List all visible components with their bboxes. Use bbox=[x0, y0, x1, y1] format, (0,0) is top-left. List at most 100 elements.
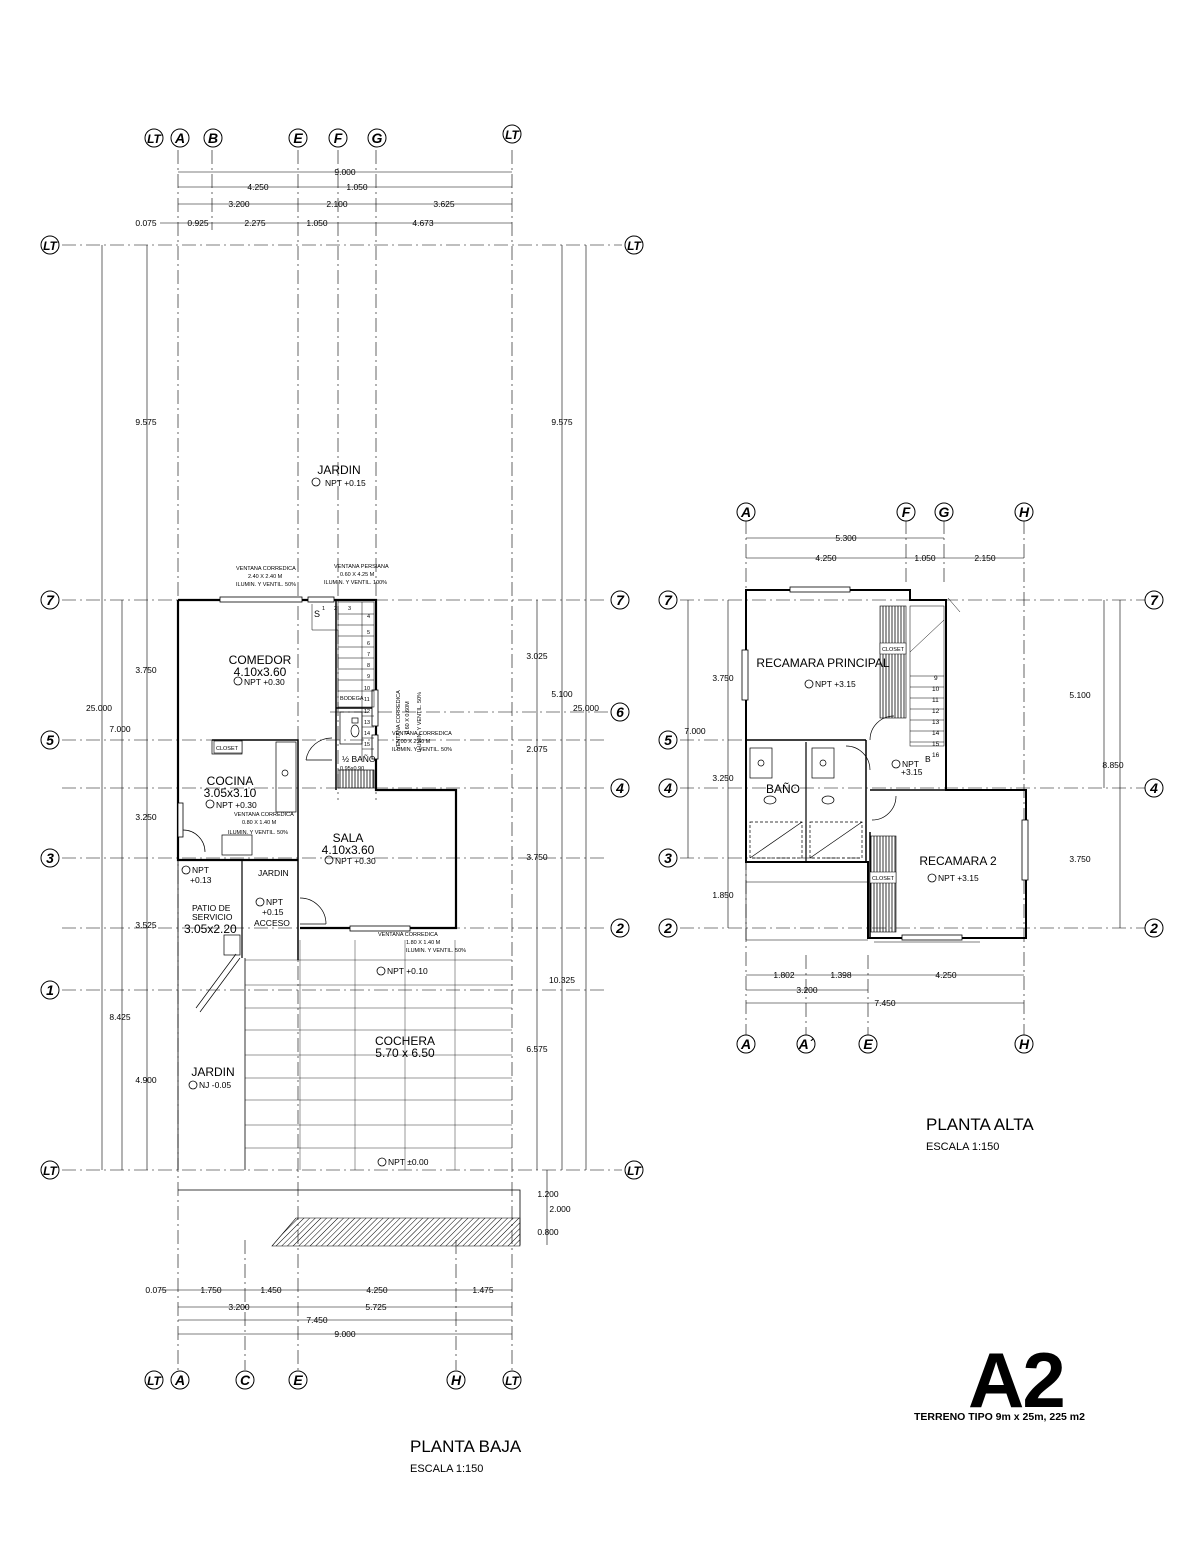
dim: 7.450 bbox=[874, 998, 896, 1008]
level-marker-icon bbox=[804, 679, 814, 689]
level-marker-icon bbox=[377, 1157, 387, 1167]
pa-title: PLANTA ALTA bbox=[926, 1115, 1034, 1134]
pb-window-notes: VENTANA CORREDICA 2.40 X 2.40 M ILUMIN. … bbox=[228, 564, 466, 954]
label-npt-hall: NPT bbox=[902, 759, 919, 769]
pb-stair-num: 8 bbox=[367, 663, 370, 669]
axis-label: LT bbox=[43, 239, 58, 253]
pb-scale: ESCALA 1:150 bbox=[410, 1463, 483, 1475]
pb-stair-num: 15 bbox=[364, 742, 370, 748]
label-npt-hall-val: +3.15 bbox=[901, 767, 923, 777]
axis-label: LT bbox=[43, 1164, 58, 1178]
pa-room-labels: RECAMARA PRINCIPAL NPT +3.15 BAÑO NPT +3… bbox=[756, 656, 997, 883]
label-bano-alta: BAÑO bbox=[766, 782, 800, 796]
axis-label: F bbox=[902, 504, 911, 520]
level-marker-icon bbox=[205, 799, 215, 809]
axis-label: E bbox=[293, 1372, 303, 1388]
axis-label: H bbox=[1019, 504, 1030, 520]
pb-stair-num: 10 bbox=[364, 686, 370, 692]
label-patio: PATIO DE bbox=[192, 903, 231, 913]
axis-label: LT bbox=[147, 1374, 162, 1388]
label-b: B bbox=[925, 754, 931, 764]
label-cochera-size: 5.70 x 6.50 bbox=[375, 1046, 435, 1060]
axis-label: 2 bbox=[615, 920, 624, 936]
pb-stair-num: 12 bbox=[364, 709, 370, 715]
level-marker-icon bbox=[927, 873, 937, 883]
label-npt-patio-val: +0.13 bbox=[190, 875, 212, 885]
pa-level-markers bbox=[804, 679, 937, 883]
dim: 0.075 bbox=[145, 1285, 167, 1295]
pb-stair-num: 3 bbox=[348, 606, 351, 612]
level-marker-icon bbox=[255, 897, 265, 907]
note: VENTANA CORREDICA bbox=[234, 812, 294, 818]
pb-axis-bubbles bbox=[40, 124, 644, 1390]
axis-label: B bbox=[208, 130, 218, 146]
axis-label: C bbox=[240, 1372, 251, 1388]
pa-stair-num: 11 bbox=[932, 697, 939, 704]
axis-label: 2 bbox=[1149, 920, 1158, 936]
note: 1.80 X 1.40 M bbox=[406, 940, 441, 946]
dim: 3.250 bbox=[135, 812, 157, 822]
note: VENTANA CORREDICA bbox=[392, 731, 452, 737]
pa-stair-numbers: 9 10 11 12 13 14 15 16 bbox=[932, 675, 940, 759]
note: ILUMIN. Y VENTIL. 50% bbox=[392, 747, 452, 753]
label-npt-jardin: NPT +0.15 bbox=[325, 478, 366, 488]
label-acceso: ACCESO bbox=[254, 918, 290, 928]
dim: 9.000 bbox=[334, 1329, 356, 1339]
note: VENTANA CORREDICA bbox=[236, 566, 296, 572]
dim: 4.250 bbox=[815, 553, 837, 563]
dim: 7.000 bbox=[684, 726, 706, 736]
pb-stair-num: 13 bbox=[364, 720, 370, 726]
dim: 1.450 bbox=[260, 1285, 282, 1295]
door-swing-icon bbox=[869, 715, 895, 741]
pb-stair-numbers: 1 2 3 4 5 6 7 8 9 10 11 12 13 14 15 S bbox=[314, 606, 370, 748]
label-npt-010: NPT +0.10 bbox=[387, 966, 428, 976]
label-nj: NJ -0.05 bbox=[199, 1080, 231, 1090]
pa-stair-num: 12 bbox=[932, 708, 940, 715]
dim: 2.150 bbox=[974, 553, 996, 563]
note: ILUMIN. Y VENTIL. 50% bbox=[406, 948, 466, 954]
level-marker-icon bbox=[181, 865, 191, 875]
dim: 2.100 bbox=[326, 199, 348, 209]
label-npt-comedor: NPT +0.30 bbox=[244, 677, 285, 687]
pb-windows bbox=[177, 596, 411, 932]
pa-fixtures bbox=[749, 715, 897, 859]
axis-label: LT bbox=[505, 128, 520, 142]
dim: 5.100 bbox=[1069, 690, 1091, 700]
axis-label: E bbox=[863, 1036, 873, 1052]
door-swing-icon bbox=[871, 795, 897, 821]
axis-label: 4 bbox=[1149, 780, 1158, 796]
door-swing-icon bbox=[299, 897, 327, 925]
label-npt-patio: NPT bbox=[192, 865, 209, 875]
dim: 1.802 bbox=[773, 970, 795, 980]
dim: 3.250 bbox=[712, 773, 734, 783]
dim: 0.925 bbox=[187, 218, 209, 228]
pb-stair-num: 1 bbox=[322, 606, 325, 612]
pb-level-markers bbox=[181, 477, 387, 1167]
label-bano-size: 0.95x0.90 bbox=[340, 766, 364, 772]
label-jardin-top: JARDIN bbox=[317, 463, 360, 477]
dim: 3.750 bbox=[1069, 854, 1091, 864]
pb-stair-num: 4 bbox=[367, 614, 370, 620]
label-bano: ½ BAÑO bbox=[342, 754, 376, 764]
dim: 1.850 bbox=[712, 890, 734, 900]
axis-label: H bbox=[451, 1372, 462, 1388]
dim: 4.900 bbox=[135, 1075, 157, 1085]
dim: 4.250 bbox=[935, 970, 957, 980]
dim: 3.025 bbox=[526, 651, 548, 661]
dim: 4.250 bbox=[247, 182, 269, 192]
note: 2.00 X 2.40 M bbox=[396, 739, 431, 745]
axis-label: 7 bbox=[616, 592, 625, 608]
door-swing-icon bbox=[845, 745, 871, 771]
sink-icon bbox=[281, 769, 289, 777]
pb-stair-num: 5 bbox=[367, 630, 370, 636]
pa-stair-num: 14 bbox=[932, 730, 940, 737]
label-cocina: COCINA bbox=[207, 774, 254, 788]
dim: 3.200 bbox=[228, 199, 250, 209]
pa-stair-num: 15 bbox=[932, 741, 940, 748]
pb-fixtures bbox=[182, 711, 375, 1013]
pb-stair-num: 11 bbox=[364, 697, 370, 703]
pa-stair-num: 13 bbox=[932, 719, 940, 726]
axis-label: G bbox=[372, 130, 383, 146]
axis-label: A´ bbox=[798, 1036, 815, 1052]
axis-label: 4 bbox=[615, 780, 624, 796]
